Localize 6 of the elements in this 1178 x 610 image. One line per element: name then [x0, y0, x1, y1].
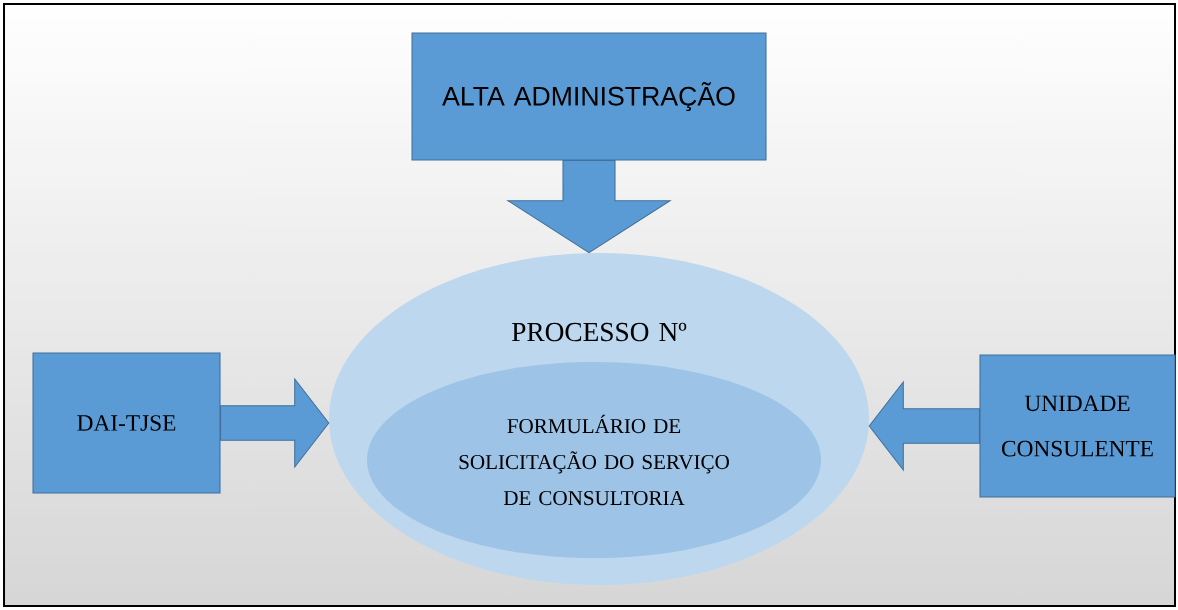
block-arrow	[506, 160, 672, 254]
block-arrow	[868, 380, 980, 472]
process-box: ALTA ADMINISTRAÇÃO	[411, 32, 767, 161]
block-arrow	[220, 377, 330, 469]
process-box: DAI-TJSE	[32, 352, 221, 494]
process-box: UNIDADE CONSULENTE	[979, 354, 1176, 498]
